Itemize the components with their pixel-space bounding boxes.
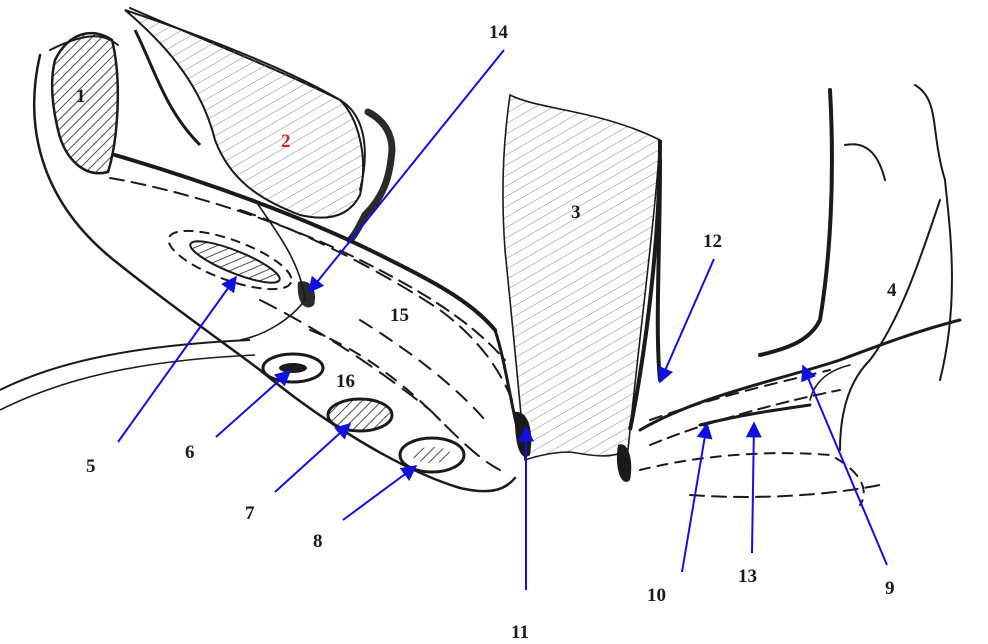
arrow-7 [275, 424, 350, 492]
right-structure-contours [640, 85, 960, 505]
labels: 1 2 3 4 5 6 7 8 9 10 11 12 13 14 15 16 [76, 22, 897, 643]
label-6: 6 [185, 442, 195, 463]
label-4: 4 [887, 280, 897, 301]
arrow-8 [343, 466, 416, 520]
arrow-12 [660, 259, 714, 382]
vessel-line-lower [0, 355, 255, 410]
structure-2-muscle [125, 10, 363, 218]
label-14: 14 [489, 22, 509, 43]
node-8 [400, 438, 464, 472]
label-8: 8 [313, 531, 323, 552]
vessel-line-upper [0, 340, 250, 390]
arrow-5 [118, 277, 236, 442]
label-7: 7 [245, 503, 255, 524]
label-16: 16 [336, 371, 355, 392]
label-15: 15 [390, 305, 409, 326]
label-3: 3 [571, 202, 581, 223]
structure-14 [298, 281, 315, 307]
label-11: 11 [511, 622, 529, 643]
label-10: 10 [647, 585, 666, 606]
nodule-right [617, 444, 631, 482]
arrow-6 [216, 371, 290, 437]
structure-5 [162, 219, 298, 301]
node-7 [328, 399, 392, 431]
arrow-13 [752, 423, 754, 553]
arrow-10 [682, 424, 707, 572]
arrow-9 [803, 366, 887, 565]
node-6 [263, 354, 323, 382]
label-13: 13 [738, 566, 757, 587]
label-9: 9 [885, 578, 895, 599]
label-12: 12 [703, 231, 722, 252]
label-5: 5 [86, 456, 96, 477]
label-2: 2 [281, 131, 291, 152]
label-1: 1 [76, 86, 86, 107]
